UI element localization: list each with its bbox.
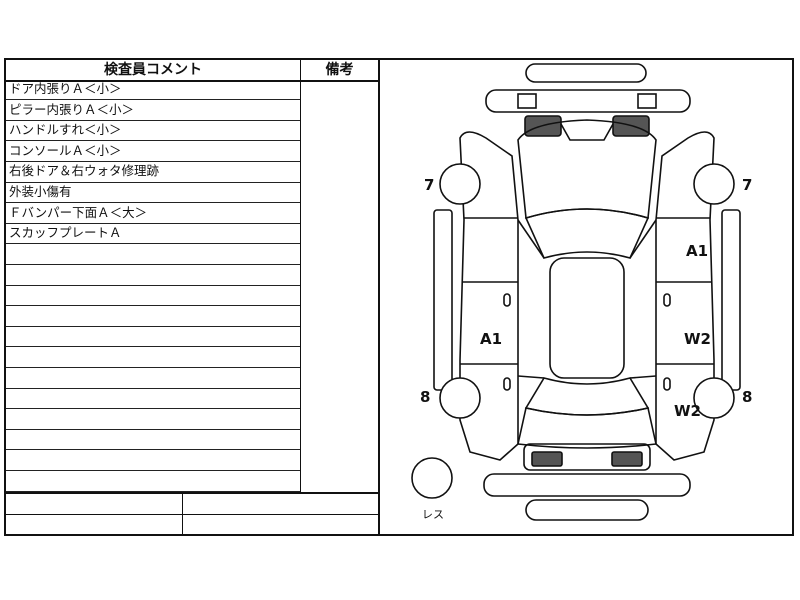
comment-header: 検査員コメント <box>6 60 301 82</box>
comment-row: コンソールＡ＜小＞ <box>6 142 300 162</box>
front-bumper-tab-right <box>637 93 657 109</box>
comment-row <box>6 410 300 430</box>
comment-row <box>6 286 300 307</box>
car-outline-svg: 7 7 8 8 A1 A1 W2 W2 レス <box>411 63 752 521</box>
mark-rear-right-wheel: 8 <box>742 388 752 406</box>
notes-header: 備考 <box>301 60 378 82</box>
c-pillar-left <box>517 375 545 379</box>
grille <box>560 123 614 141</box>
front-right-wheel <box>693 163 735 205</box>
front-left-wheel <box>439 163 481 205</box>
table-footer <box>6 492 378 536</box>
comment-row <box>6 348 300 368</box>
a-pillar-left <box>517 219 545 259</box>
comment-row <box>6 368 300 389</box>
rear-panel <box>523 443 651 471</box>
footer-divider <box>6 514 378 515</box>
comment-row <box>6 389 300 410</box>
comment-row <box>6 430 300 451</box>
comment-row <box>6 307 300 327</box>
comment-row: 外装小傷有 <box>6 183 300 204</box>
right-rear-handle <box>663 377 671 391</box>
right-side-body <box>655 131 715 461</box>
rear-bumper <box>483 473 691 497</box>
footer-column-divider <box>182 494 183 536</box>
trunk <box>517 407 657 449</box>
taillight-left <box>531 451 563 467</box>
comment-row <box>6 327 300 348</box>
spare-label: レス <box>422 508 444 521</box>
comment-row: スカッフプレートＡ <box>6 224 300 245</box>
comment-row: ハンドルすれ＜小＞ <box>6 121 300 142</box>
comment-row <box>6 245 300 265</box>
spare-wheel <box>411 457 453 499</box>
front-bumper-top <box>525 63 647 83</box>
right-front-handle <box>663 293 671 307</box>
rear-right-wheel <box>693 377 735 419</box>
vehicle-diagram: 7 7 8 8 A1 A1 W2 W2 レス <box>380 60 794 534</box>
mark-left-side: A1 <box>480 330 502 348</box>
mark-right-rear: W2 <box>684 330 711 348</box>
left-front-handle <box>503 293 511 307</box>
windshield <box>524 208 650 259</box>
mark-rear-left-wheel: 8 <box>420 388 430 406</box>
left-step <box>433 209 453 391</box>
mark-right-front: A1 <box>686 242 708 260</box>
front-bumper-tab-left <box>517 93 537 109</box>
mark-right-rear-lower: W2 <box>674 402 701 420</box>
rear-window <box>524 377 650 416</box>
mark-front-left-wheel: 7 <box>424 176 434 194</box>
right-step <box>721 209 741 391</box>
rear-bumper-lower <box>525 499 649 521</box>
mark-front-right-wheel: 7 <box>742 176 752 194</box>
front-bumper <box>485 89 691 113</box>
comment-row <box>6 451 300 471</box>
left-rear-handle <box>503 377 511 391</box>
comment-table: 検査員コメント 備考 ドア内張りＡ＜小＞ピラー内張りＡ＜小＞ハンドルすれ＜小＞コ… <box>6 60 380 536</box>
taillight-right <box>611 451 643 467</box>
left-side-body <box>459 131 519 461</box>
comment-row: Ｆバンパー下面Ａ＜大＞ <box>6 204 300 224</box>
comment-row: ドア内張りＡ＜小＞ <box>6 80 300 101</box>
roof <box>549 257 625 379</box>
comment-row <box>6 265 300 286</box>
rear-left-wheel <box>439 377 481 419</box>
comment-row <box>6 471 300 492</box>
inspection-sheet: 検査員コメント 備考 ドア内張りＡ＜小＞ピラー内張りＡ＜小＞ハンドルすれ＜小＞コ… <box>4 58 794 536</box>
c-pillar-right <box>629 375 657 379</box>
notes-column <box>300 80 379 492</box>
a-pillar-right <box>629 219 657 259</box>
comment-row: 右後ドア＆右ウォタ修理跡 <box>6 162 300 183</box>
comment-row: ピラー内張りＡ＜小＞ <box>6 101 300 121</box>
